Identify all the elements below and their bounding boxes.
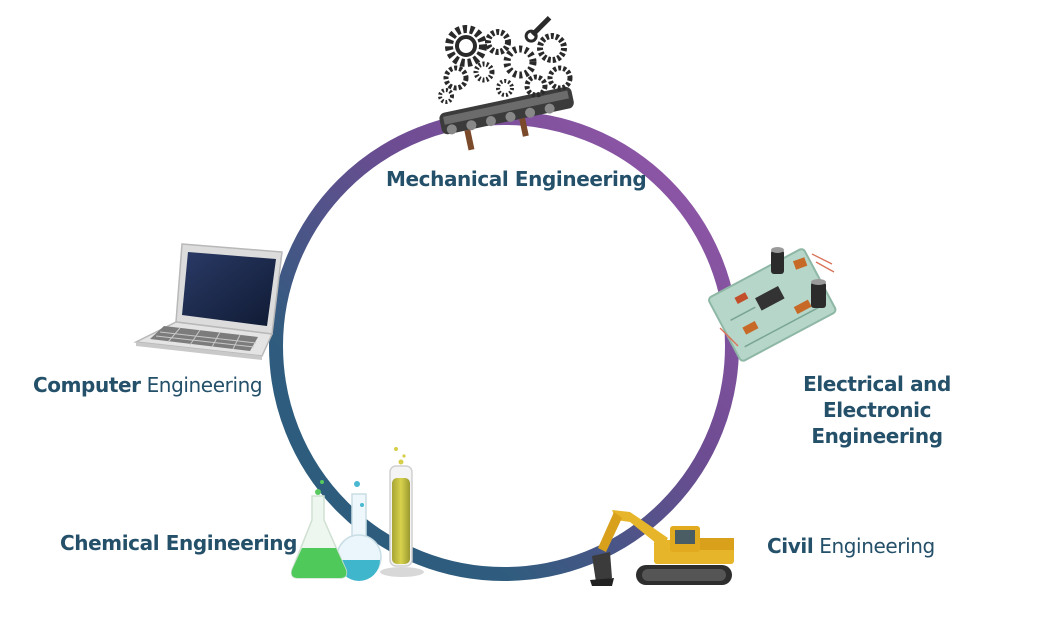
laptop-icon	[133, 243, 283, 360]
label-mechanical-engineering: Mechanical Engineering	[386, 167, 647, 191]
label-civil-engineering: Civil Engineering	[767, 534, 935, 558]
gears-conveyor-icon	[438, 15, 574, 151]
lab-glassware-icon	[290, 447, 424, 581]
label-electrical-engineering: Electrical and Electronic Engineering	[803, 372, 951, 448]
label-chemical-engineering: Chemical Engineering	[60, 531, 298, 555]
label-computer-engineering: Computer Engineering	[33, 373, 263, 397]
circuit-board-icon	[708, 247, 837, 362]
excavator-icon	[590, 510, 734, 586]
